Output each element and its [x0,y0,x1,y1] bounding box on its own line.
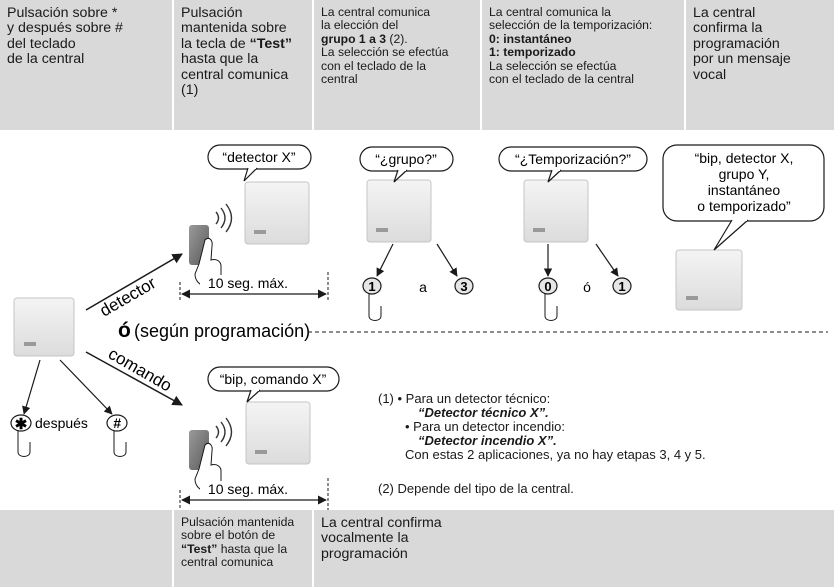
note-1-line5: Con estas 2 aplicaciones, ya no hay etap… [405,447,706,462]
timer-detector: 10 seg. máx. [179,272,329,302]
bubble-confirm: “bip, detector X, grupo Y, instantáneo o… [662,144,825,251]
timer-detector-label: 10 seg. máx. [208,275,288,291]
key-hash: # [106,414,128,457]
label-segun-programacion: (según programación) [134,321,310,341]
key-1b-glyph: 1 [618,279,625,294]
key-0: 0 [538,277,558,321]
central-unit-confirm [675,249,743,311]
arrow-to-key-3 [436,243,458,277]
bubble-grupo-text: “¿grupo?” [375,151,437,167]
arrow-to-hash [59,359,113,415]
note-1-line2: “Detector técnico X”. [418,405,549,420]
bubble-temporizacion: “¿Temporización?” [498,146,648,183]
bubble-comando-text: “bip, comando X” [220,371,327,387]
bubble-confirm-line4: o temporizado” [697,198,791,214]
bubble-confirm-line3: instantáneo [708,182,781,198]
bubble-confirm-line2: grupo Y, [719,166,770,182]
label-a: a [419,279,427,295]
central-unit-comando [245,401,311,465]
timer-comando: 10 seg. máx. [179,478,329,510]
note-2: (2) Depende del tipo de la central. [378,481,574,496]
arrow-to-key-1b [595,243,619,277]
key-0-glyph: 0 [544,279,551,294]
bubble-grupo: “¿grupo?” [359,146,454,183]
header-step-2: Pulsación mantenida sobre la tecla de “T… [174,0,312,130]
key-star-glyph: ✱ [15,416,28,433]
header-step-3: La central comunica la elección del grup… [314,0,480,130]
timer-comando-label: 10 seg. máx. [208,481,288,497]
bubble-confirm-line1: “bip, detector X, [695,150,794,166]
bubble-detector-text: “detector X” [222,149,295,165]
bubble-detector: “detector X” [207,144,312,182]
footer-empty-cell [0,510,172,587]
central-unit-left [13,297,75,357]
header-step-4: La central comunica la selección de la t… [482,0,684,130]
label-despues: después [35,415,88,431]
note-1-line4: “Detector incendio X”. [418,433,557,448]
arrow-comando [85,351,183,406]
footer-step-3: La central confirma vocalmente la progra… [314,510,834,587]
remote-hand-comando [189,417,233,492]
bubble-comando: “bip, comando X” [207,366,340,403]
central-unit-grupo [366,179,432,243]
bubble-temporizacion-text: “¿Temporización?” [515,151,631,167]
note-1-line3: • Para un detector incendio: [405,419,565,434]
central-unit-detector [244,181,310,245]
header-step-1: Pulsación sobre * y después sobre # del … [0,0,172,130]
header-step-5: La central confirma la programación por … [686,0,834,130]
remote-hand-detector [189,203,233,287]
arrow-to-star [22,359,41,415]
note-1-line1: (1) • Para un detector técnico: [378,391,551,406]
arrow-to-key-1 [376,243,394,277]
key-3-glyph: 3 [460,279,467,294]
key-hash-glyph: # [113,415,121,431]
label-o-big: ó [118,319,131,342]
label-o-small: ó [583,279,591,295]
key-star: ✱ [10,414,32,457]
central-unit-temporizacion [523,179,589,243]
label-detector: detector [97,273,160,320]
label-comando: comando [105,344,175,395]
key-3: 3 [454,277,474,295]
arrow-detector [85,253,183,311]
footer-step-2: Pulsación mantenida sobre el botón de “T… [174,510,312,587]
key-1-glyph: 1 [368,279,375,294]
key-1: 1 [362,277,382,321]
key-1b: 1 [612,277,632,295]
